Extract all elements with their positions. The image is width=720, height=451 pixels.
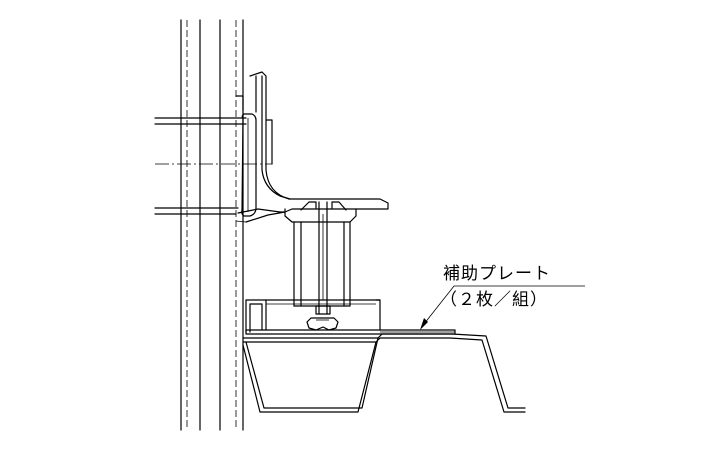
wing-nut bbox=[306, 317, 339, 331]
arrow-head bbox=[420, 318, 428, 330]
callout-label-line1: 補助プレート bbox=[443, 264, 551, 284]
deck-plate bbox=[242, 333, 526, 413]
wall-column bbox=[180, 19, 244, 431]
drain-pipe bbox=[154, 117, 272, 215]
outlet-pipe bbox=[284, 201, 357, 307]
gasket-ring bbox=[241, 113, 257, 217]
callout-label-line2: （２枚／組） bbox=[440, 290, 548, 310]
threaded-rod bbox=[306, 201, 339, 331]
callout-leader bbox=[420, 285, 585, 330]
support-bracket bbox=[245, 299, 381, 333]
drain-fitting bbox=[235, 71, 389, 223]
